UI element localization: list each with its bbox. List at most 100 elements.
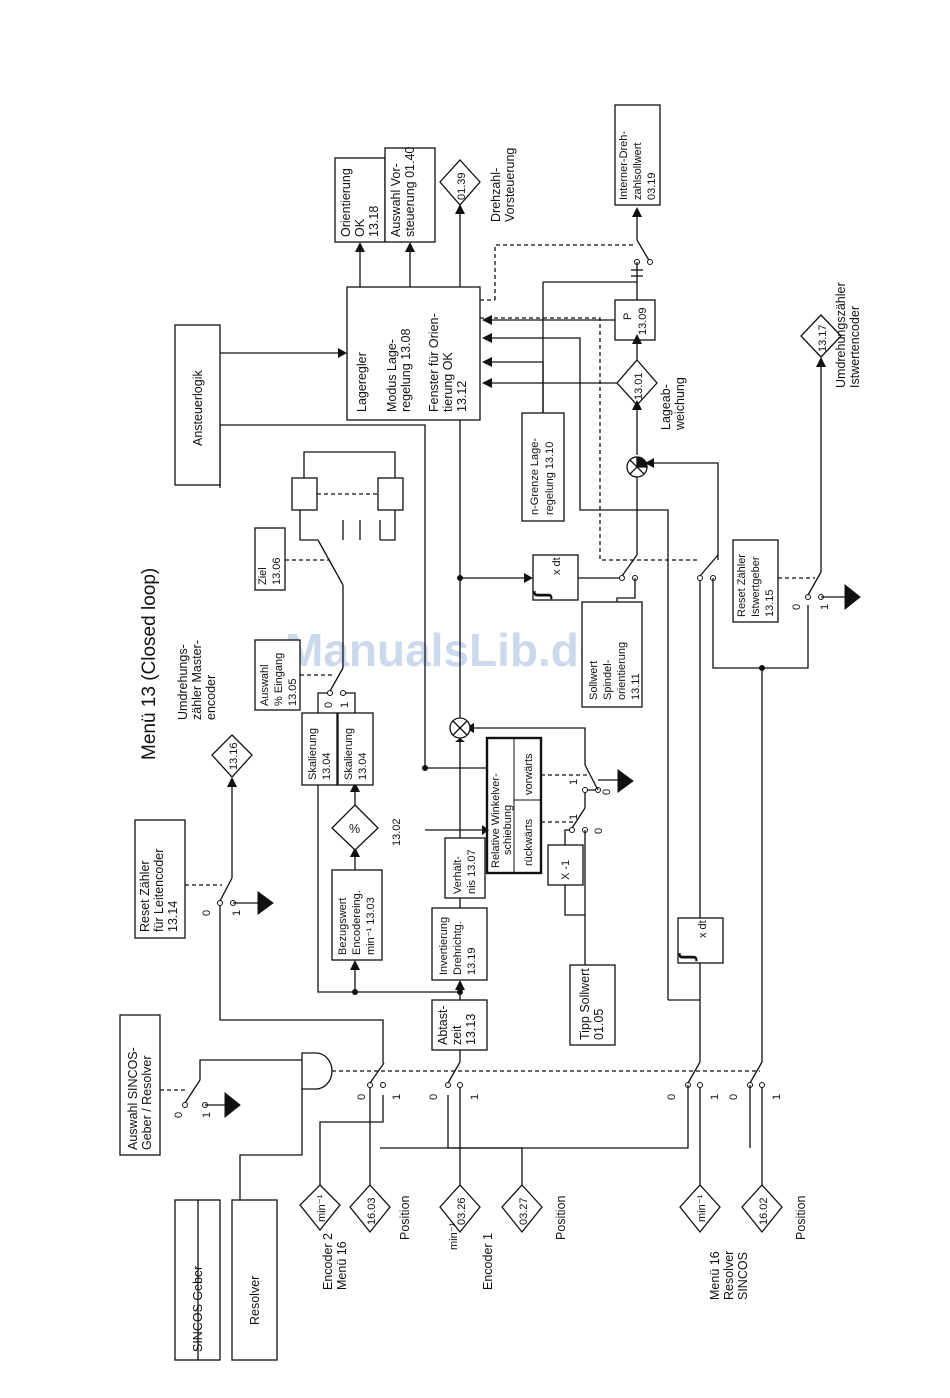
param-1316: 13.16 [228, 742, 240, 770]
lageab-line2: weichung [673, 377, 687, 431]
enc1-switch-0: 0 [428, 1094, 440, 1100]
auswahl-eingang-line2: % Eingang [273, 653, 285, 706]
param-1301: 13.01 [633, 372, 645, 400]
vorsteuerung-line2: steuerung 01.40 [403, 147, 417, 237]
param-0139: 01.39 [456, 172, 468, 200]
reset-leitencoder-line2: für Leitencoder [152, 849, 166, 932]
integrator-bottom-symbol: ∫ [676, 953, 698, 962]
abtastzeit-line3: 13.13 [464, 1014, 478, 1045]
encoder2-position: Position [398, 1195, 412, 1240]
bezugswert-line3: min⁻¹ 13.03 [365, 897, 377, 955]
drehzahl-vorsteuerung: 01.39 Drehzahl- Vorsteuerung [439, 148, 517, 222]
relative-line2: schiebung [502, 805, 514, 855]
eingang-switch-0: 0 [323, 702, 335, 708]
vorsteuerung-line1: Auswahl Vor- [389, 163, 403, 237]
ziel-line2: 13.06 [271, 557, 283, 585]
xm1-switch-1: 1 [568, 814, 580, 820]
umdrehungszaehler-ist: 13.17 Umdrehungszähler Istwertencoder [800, 282, 862, 388]
abtastzeit-block: Abtast- zeit 13.13 [431, 999, 488, 1062]
enc2-switch-0: 0 [356, 1094, 368, 1100]
ansteuerlogik-label: Ansteuerlogik [191, 370, 205, 446]
x-minus-1-label: X -1 [560, 860, 572, 880]
encoder2-param: 16.03 [366, 1197, 378, 1225]
sollwert-line2: Spindel- [602, 659, 614, 700]
lageregler-line5: tierung OK [441, 352, 455, 412]
resolver-label: Resolver [248, 1276, 262, 1325]
param-1317: 13.17 [817, 324, 829, 352]
auswahl-eingang-line1: Auswahl [259, 664, 271, 706]
encoder1-param1: 03.26 [456, 1197, 468, 1225]
sum-junction-right [482, 333, 719, 1000]
xm1-switch-0: 0 [593, 828, 605, 834]
integrator-top: ∫ x dt [531, 554, 638, 615]
res-switch-b0: 0 [728, 1094, 740, 1100]
encoder1-inputs: 03.26 03.27 min⁻¹ Encoder 1 Position 0 1 [428, 1061, 568, 1290]
reset-leitencoder-block: Reset Zähler für Leitencoder 13.14 [134, 819, 186, 939]
resolver-sincos-rpm: min⁻¹ [696, 1194, 708, 1222]
encoder1-rpm: min⁻¹ [448, 1222, 460, 1250]
ansteuerlogik-block: Ansteuerlogik [174, 324, 347, 486]
lageregler-line6: 13.12 [455, 381, 469, 412]
master-switch-0: 0 [201, 910, 213, 916]
verhaeltnis-block: Verhält- nis 13.07 [444, 837, 486, 908]
reset-leitencoder-line3: 13.14 [166, 901, 180, 932]
sincos-select-switch: 0 1 [160, 1059, 305, 1119]
umdrehung-ist-line1: Umdrehungszähler [834, 282, 848, 388]
and-gate [197, 1052, 760, 1360]
res-switch-a0: 0 [666, 1094, 678, 1100]
lageregler-line3: regelung 13.08 [399, 329, 413, 412]
relative-winkel-block: Relative Winkelver- schiebung rückwärts … [485, 736, 590, 875]
drehzahl-line1: Drehzahl- [489, 168, 503, 222]
resolver-sincos-inputs: min⁻¹ 16.02 Menü 16 Resolver SINCOS Posi… [380, 1061, 808, 1300]
orientierung-line1: Orientierung [339, 168, 353, 237]
auswahl-sincos-line2: Geber / Resolver [140, 1056, 154, 1150]
encoder1-position: Position [554, 1195, 568, 1240]
encoder2-rpm: min⁻¹ [316, 1194, 328, 1222]
resolver-sincos-param: 16.02 [758, 1197, 770, 1225]
orientierung-line3: 13.18 [367, 206, 381, 237]
skalierung-blocks: Skalierung 13.04 Skalierung 13.04 [301, 692, 374, 786]
lageregler-block: Lageregler Modus Lage- regelung 13.08 Fe… [346, 204, 700, 561]
sollwert-spindel-block: Sollwert Spindel- orientierung 13.11 [581, 601, 643, 708]
skalierung1-line2: 13.04 [321, 752, 333, 780]
invertierung-block: Invertierung Drehrichtg. 13.19 [431, 907, 488, 1000]
abtastzeit-line1: Abtast- [436, 1005, 450, 1045]
sincos-switch-0: 0 [173, 1112, 185, 1118]
bezugswert-block: Bezugswert Encodereing. min⁻¹ 13.03 [317, 785, 463, 995]
integrator-bottom: ∫ x dt [668, 554, 809, 1062]
res-switch-a1: 1 [709, 1094, 721, 1100]
master-counter-line1: Umdrehungs- [176, 644, 190, 720]
invertierung-line2: Drehrichtg. [452, 921, 464, 975]
master-counter-line2: zähler Master- [190, 640, 204, 720]
res-switch-b1: 1 [771, 1094, 783, 1100]
reset-istwert-line2: Istwertgeber [750, 556, 762, 617]
reset-istwert-block: Reset Zähler Istwertgeber 13.15 0 1 [732, 357, 861, 623]
reset-istwert-line3: 13.15 [764, 589, 776, 617]
ziel-line1: Ziel [257, 567, 269, 585]
skalierung2-line1: Skalierung [343, 728, 355, 780]
param-1302: 13.02 [391, 818, 403, 846]
integrator-bottom-label: x dt [697, 920, 709, 938]
interner-line1: Interner-Dreh- [618, 131, 630, 200]
diagram-title: Menü 13 (Closed loop) [139, 568, 160, 760]
drehzahl-line2: Vorsteuerung [503, 148, 517, 222]
encoder1-param2: 03.27 [518, 1197, 530, 1225]
bezugswert-line1: Bezugswert [337, 898, 349, 955]
resolver-sincos-position: Position [794, 1195, 808, 1240]
master-counter-line3: encoder [204, 675, 218, 720]
sollwert-line4: 13.11 [630, 673, 642, 700]
auswahl-sincos-line1: Auswahl SINCOS- [126, 1047, 140, 1150]
p-block: P 13.09 [482, 299, 656, 360]
invertierung-line1: Invertierung [438, 917, 450, 975]
master-switch-1: 1 [231, 910, 243, 916]
lageab-line1: Lageab- [659, 384, 673, 430]
encoder2-inputs: min⁻¹ 16.03 Encoder 2 Menü 16 Position 0… [299, 1062, 412, 1290]
ziel-block: Ziel 13.06 [254, 451, 404, 591]
verhaeltnis-line1: Verhält- [452, 856, 464, 894]
x-minus-1-block: X -1 1 0 1 0 [465, 723, 634, 965]
lageregler-line2: Modus Lage- [385, 339, 399, 412]
bezugswert-line2: Encodereing. [351, 890, 363, 955]
orientierung-line2: OK [353, 218, 367, 237]
lageregler-line1: Lageregler [355, 352, 369, 412]
